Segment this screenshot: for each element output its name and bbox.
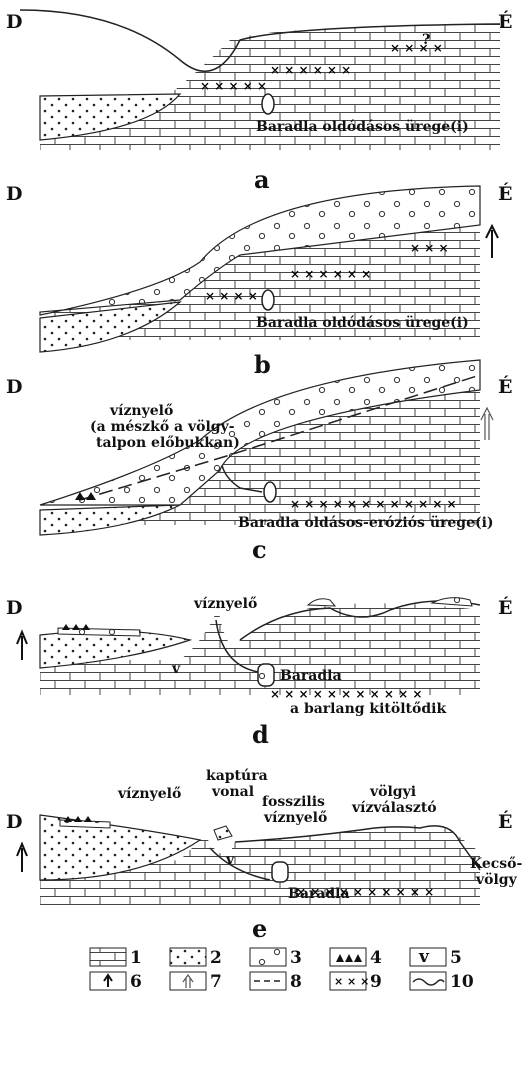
- legend-label: 8: [290, 972, 302, 992]
- cave-void: [272, 862, 288, 882]
- direction-left: D: [6, 376, 22, 398]
- panel-c: D É × × × × × × × × × × × × víznyelő (a …: [6, 360, 512, 564]
- cave-label: Baradla: [280, 668, 342, 684]
- panel-letter-d: d: [252, 720, 269, 749]
- gravel-patch: [58, 628, 140, 636]
- svg-text:× × × × × × × × × × ×: × × × × × × × × × × ×: [270, 687, 422, 701]
- direction-right: É: [498, 596, 512, 619]
- kecso-label-2: völgy: [475, 872, 518, 888]
- svg-text:× × ×: × × ×: [410, 241, 449, 255]
- cave-label: Baradla oldódásos ürege(i): [256, 315, 469, 331]
- sink-label: víznyelő: [193, 596, 257, 612]
- legend: 1 2 3 4 v 5 6 7 8 × × × 9 10: [90, 947, 474, 992]
- panel-letter-e: e: [252, 914, 267, 943]
- chert-marks: × × × × × × × × × × × ×: [290, 497, 457, 511]
- uplift-arrow-hollow: [481, 408, 493, 440]
- kecso-label: Kecső-: [470, 856, 523, 872]
- legend-label: 7: [210, 972, 222, 992]
- panel-letter-a: a: [254, 165, 270, 194]
- svg-text:× × × ×: × × × ×: [390, 41, 443, 55]
- direction-left: D: [6, 811, 22, 833]
- legend-swatch-gravel: [250, 948, 286, 966]
- triangle-marks: [336, 954, 362, 962]
- legend-label: 10: [450, 972, 474, 992]
- direction-right: É: [498, 182, 512, 205]
- legend-label: 2: [210, 948, 222, 968]
- sink-label: víznyelő: [117, 786, 181, 802]
- fossil-label-2: víznyelő: [263, 810, 327, 826]
- direction-right: É: [498, 375, 512, 398]
- svg-text:× × × × ×: × × × × ×: [200, 79, 267, 93]
- cave-void: [264, 482, 276, 502]
- v-label: v: [225, 852, 235, 868]
- panel-letter-c: c: [252, 535, 267, 564]
- direction-right: É: [498, 10, 512, 33]
- cave-void: [262, 290, 274, 310]
- capture-label: kaptúra: [206, 768, 268, 784]
- svg-text:× × × × × ×: × × × × × ×: [290, 267, 371, 281]
- direction-right: É: [498, 810, 512, 833]
- legend-label: 6: [130, 972, 142, 992]
- uplift-arrow: [486, 226, 498, 258]
- sink-label: víznyelő: [109, 403, 173, 419]
- uplift-arrow: [17, 844, 27, 872]
- question-mark: ?: [422, 32, 430, 48]
- legend-v-symbol: v: [418, 947, 430, 967]
- svg-text:× × × × × × × × × × × ×: × × × × × × × × × × × ×: [290, 497, 457, 511]
- legend-swatch-limestone: [90, 948, 126, 966]
- panel-d: D É × × × × × × × × × × × víznyelő v Bar…: [6, 596, 512, 749]
- capture-label-2: vonal: [211, 784, 254, 800]
- divide-label-2: vízválasztó: [351, 800, 437, 816]
- cave-label: Baradla: [288, 886, 350, 902]
- panel-b: D É × × × × ×× × × × × ×× × × Baradla ol…: [6, 182, 512, 379]
- legend-label: 9: [370, 972, 382, 992]
- svg-text:× × × × × ×: × × × × × ×: [270, 63, 351, 77]
- panel-letter-b: b: [254, 350, 271, 379]
- legend-label: 1: [130, 948, 142, 968]
- direction-left: D: [6, 11, 22, 33]
- v-label: v: [171, 661, 181, 677]
- gravel-patch: [308, 599, 335, 606]
- cave-label: Baradla oldódásos ürege(i): [256, 119, 469, 135]
- fossil-sink-fill: [214, 826, 232, 840]
- direction-left: D: [6, 597, 22, 619]
- chert-marks: × × ×: [334, 975, 369, 988]
- legend-label: 4: [370, 948, 382, 968]
- cave-label: Baradla oldásos-eróziós ürege(i): [238, 515, 494, 531]
- legend-label: 5: [450, 948, 462, 968]
- legend-swatch-wavy: [410, 972, 446, 990]
- uplift-arrow: [17, 632, 27, 660]
- chert-marks: × × × × × × × × × × ×: [270, 687, 422, 701]
- sink-label-3: talpon előbukkan): [96, 435, 240, 451]
- panel-a: D É × × × × ×× × × × × × × × × × ? Baradl…: [6, 10, 512, 194]
- divide-label: völgyi: [369, 784, 416, 800]
- sink-label-2: (a mészkő a völgy-: [90, 419, 235, 435]
- cave-fill: [258, 664, 274, 686]
- cave-void: [262, 94, 274, 114]
- direction-left: D: [6, 183, 22, 205]
- gravel-patch: [432, 598, 472, 606]
- fossil-label: fosszilis: [262, 794, 325, 810]
- legend-swatch-sand: [170, 948, 206, 966]
- triangle-marks: [62, 624, 90, 630]
- fill-label: a barlang kitöltődik: [290, 701, 446, 717]
- legend-label: 3: [290, 948, 302, 968]
- triangle-marks: [64, 816, 92, 822]
- panel-e: D É × × × × × × × × × × kaptúra vonal ví…: [6, 768, 523, 943]
